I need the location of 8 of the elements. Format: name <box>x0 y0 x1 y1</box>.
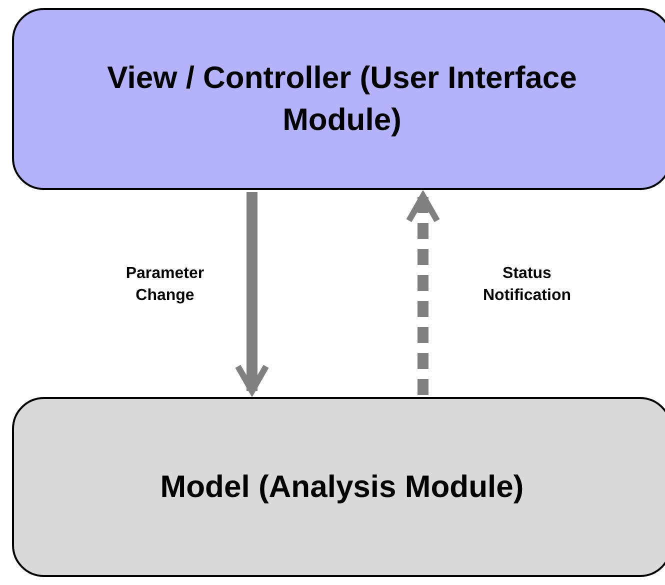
arrow <box>406 192 440 395</box>
module-box <box>12 8 665 190</box>
module-title: View / Controller (User Interface Module) <box>106 59 578 139</box>
edge-label: Parameter Change <box>124 264 206 306</box>
edge-label: Status Notification <box>482 264 572 306</box>
arrow <box>234 192 270 394</box>
module-title: Model (Analysis Module) <box>159 468 525 506</box>
module-box <box>12 397 665 577</box>
